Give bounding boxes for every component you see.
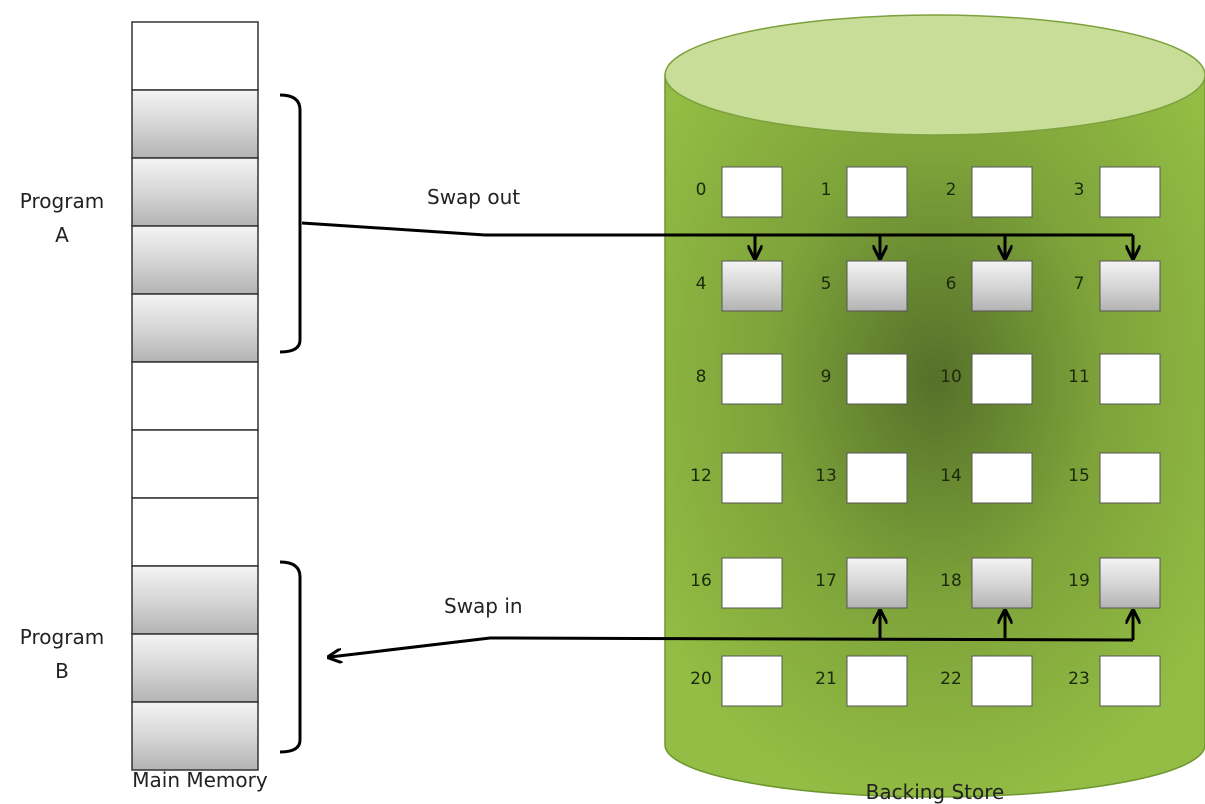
swap-out-label: Swap out xyxy=(427,185,521,209)
program-b-label: Program B xyxy=(4,620,120,688)
store-block-18 xyxy=(971,557,1033,609)
swap-in-label: Swap in xyxy=(444,594,523,618)
store-block-4 xyxy=(721,260,783,312)
store-block-number: 21 xyxy=(815,669,837,689)
program-b-label-line2: B xyxy=(55,659,69,683)
program-a-label-line2: A xyxy=(55,223,69,247)
memory-cell-program xyxy=(131,701,259,771)
store-block-number: 18 xyxy=(940,571,962,591)
store-block-number: 22 xyxy=(940,669,962,689)
store-block-6 xyxy=(971,260,1033,312)
store-block-15 xyxy=(1099,452,1161,504)
memory-cell-empty xyxy=(131,429,259,499)
store-block-number: 14 xyxy=(940,466,962,486)
store-block-number: 3 xyxy=(1073,180,1085,200)
store-block-2 xyxy=(971,166,1033,218)
store-block-number: 6 xyxy=(945,274,957,294)
memory-cell-empty xyxy=(131,21,259,91)
store-block-7 xyxy=(1099,260,1161,312)
store-block-number: 9 xyxy=(820,367,832,387)
backing-store-label: Backing Store xyxy=(865,780,1005,804)
store-block-number: 5 xyxy=(820,274,832,294)
store-block-23 xyxy=(1099,655,1161,707)
memory-cell-program xyxy=(131,89,259,159)
store-block-number: 15 xyxy=(1068,466,1090,486)
memory-cell-empty xyxy=(131,497,259,567)
store-block-0 xyxy=(721,166,783,218)
store-block-20 xyxy=(721,655,783,707)
store-block-number: 11 xyxy=(1068,367,1090,387)
store-block-1 xyxy=(846,166,908,218)
cylinder-body xyxy=(664,74,1205,798)
store-block-16 xyxy=(721,557,783,609)
program-a-label: Program A xyxy=(4,184,120,252)
store-block-22 xyxy=(971,655,1033,707)
memory-cell-program xyxy=(131,157,259,227)
store-block-3 xyxy=(1099,166,1161,218)
backing-store-cylinder xyxy=(664,14,1205,798)
store-block-21 xyxy=(846,655,908,707)
memory-cell-empty xyxy=(131,361,259,431)
backing-store-blocks xyxy=(721,166,1161,707)
store-block-13 xyxy=(846,452,908,504)
memory-cell-program xyxy=(131,633,259,703)
store-block-number: 16 xyxy=(690,571,712,591)
swap-in-arrow xyxy=(330,612,1133,657)
store-block-11 xyxy=(1099,353,1161,405)
store-block-number: 10 xyxy=(940,367,962,387)
main-memory-stack xyxy=(131,21,259,771)
store-block-number: 19 xyxy=(1068,571,1090,591)
store-block-number: 20 xyxy=(690,669,712,689)
memory-cell-program xyxy=(131,293,259,363)
store-block-number: 23 xyxy=(1068,669,1090,689)
store-block-number: 1 xyxy=(820,180,832,200)
program-b-bracket xyxy=(279,560,302,754)
store-block-14 xyxy=(971,452,1033,504)
swap-out-arrow xyxy=(301,221,1133,257)
store-block-8 xyxy=(721,353,783,405)
store-block-number: 0 xyxy=(695,180,707,200)
store-block-number: 7 xyxy=(1073,274,1085,294)
memory-cell-program xyxy=(131,225,259,295)
program-a-label-line1: Program xyxy=(19,189,105,213)
store-block-12 xyxy=(721,452,783,504)
main-memory-label: Main Memory xyxy=(132,768,268,792)
store-block-number: 13 xyxy=(815,466,837,486)
store-block-number: 2 xyxy=(945,180,957,200)
store-block-10 xyxy=(971,353,1033,405)
store-block-number: 12 xyxy=(690,466,712,486)
store-block-5 xyxy=(846,260,908,312)
store-block-number: 8 xyxy=(695,367,707,387)
memory-cell-program xyxy=(131,565,259,635)
store-block-9 xyxy=(846,353,908,405)
store-block-19 xyxy=(1099,557,1161,609)
store-block-number: 4 xyxy=(695,274,707,294)
program-a-bracket xyxy=(279,93,302,354)
cylinder-top xyxy=(664,14,1205,136)
store-block-17 xyxy=(846,557,908,609)
program-b-label-line1: Program xyxy=(19,625,105,649)
store-block-number: 17 xyxy=(815,571,837,591)
